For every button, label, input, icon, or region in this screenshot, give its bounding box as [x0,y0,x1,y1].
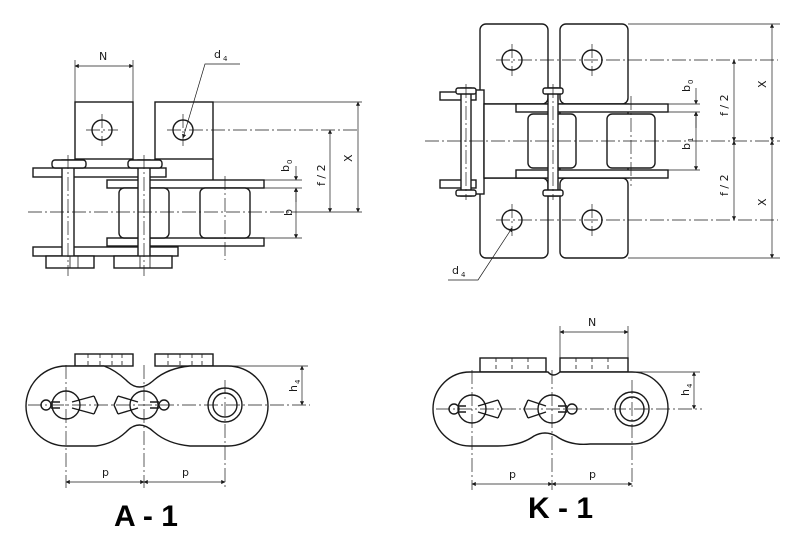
k1-upper-left-tab [479,23,549,105]
a1-title: A - 1 [114,500,178,533]
a1-side-link-outline [25,365,269,447]
k1-dim-b1-label: b1 [680,138,695,150]
k1-left-lower-plate-end [439,179,477,189]
a1-side-right-tab [154,353,214,367]
a1-lower-outer-plate [32,246,179,257]
k1-side-view: N h4 p p K - 1 [432,316,702,525]
k1-lower-inner-plate [515,169,669,179]
k1-upper-right-tab [559,23,629,105]
k1-dim-p1-label: p [509,468,516,481]
k1-title: K - 1 [528,492,593,525]
a1-side-view: h4 p p A - 1 [25,353,310,533]
a1-dim-h4-label: h4 [287,379,302,392]
a1-right-tab [154,101,214,160]
a1-pin-head-left [51,159,87,169]
a1-dim-x-label: X [342,154,355,162]
k1-dim-f2-upper-label: f / 2 [718,94,731,116]
k1-dim-x-upper-label: X [756,80,769,88]
k1-side-cotter-left [459,399,503,419]
a1-upper-outer-plate [32,167,167,178]
a1-dim-n-label: N [99,50,107,63]
k1-lower-right-tab [559,177,629,259]
k1-dim-x-lower-label: X [756,198,769,206]
a1-dim-f2-label: f / 2 [315,164,328,186]
k1-dim-n-label: N [588,316,596,329]
a1-upper-inner-plate [106,179,265,189]
a1-left-tab [74,101,134,160]
a1-cotter-right [113,255,173,269]
a1-dim-b-label: b [282,209,295,216]
a1-side-left-tab [74,353,134,367]
k1-lower-left-tab [479,177,549,259]
k1-side-left-tab [479,357,547,373]
a1-dim-b0-label: b0 [279,160,294,172]
k1-side-cotter-middle [523,399,567,419]
k1-dim-h4-label: h4 [679,383,694,396]
k1-upper-inner-plate [515,103,669,113]
a1-lower-inner-plate [106,237,265,247]
a1-side-cotter-middle [113,395,159,415]
a1-side-cotter-left [51,395,99,415]
a1-dim-p1-label: p [102,466,109,479]
a1-pin-head-right [127,159,163,169]
k1-side-right-tab [559,357,629,373]
k1-dim-b0-label: b0 [680,80,695,92]
k1-dim-p2-label: p [589,468,596,481]
a1-dim-p2-label: p [182,466,189,479]
k1-dim-f2-lower-label: f / 2 [718,174,731,196]
